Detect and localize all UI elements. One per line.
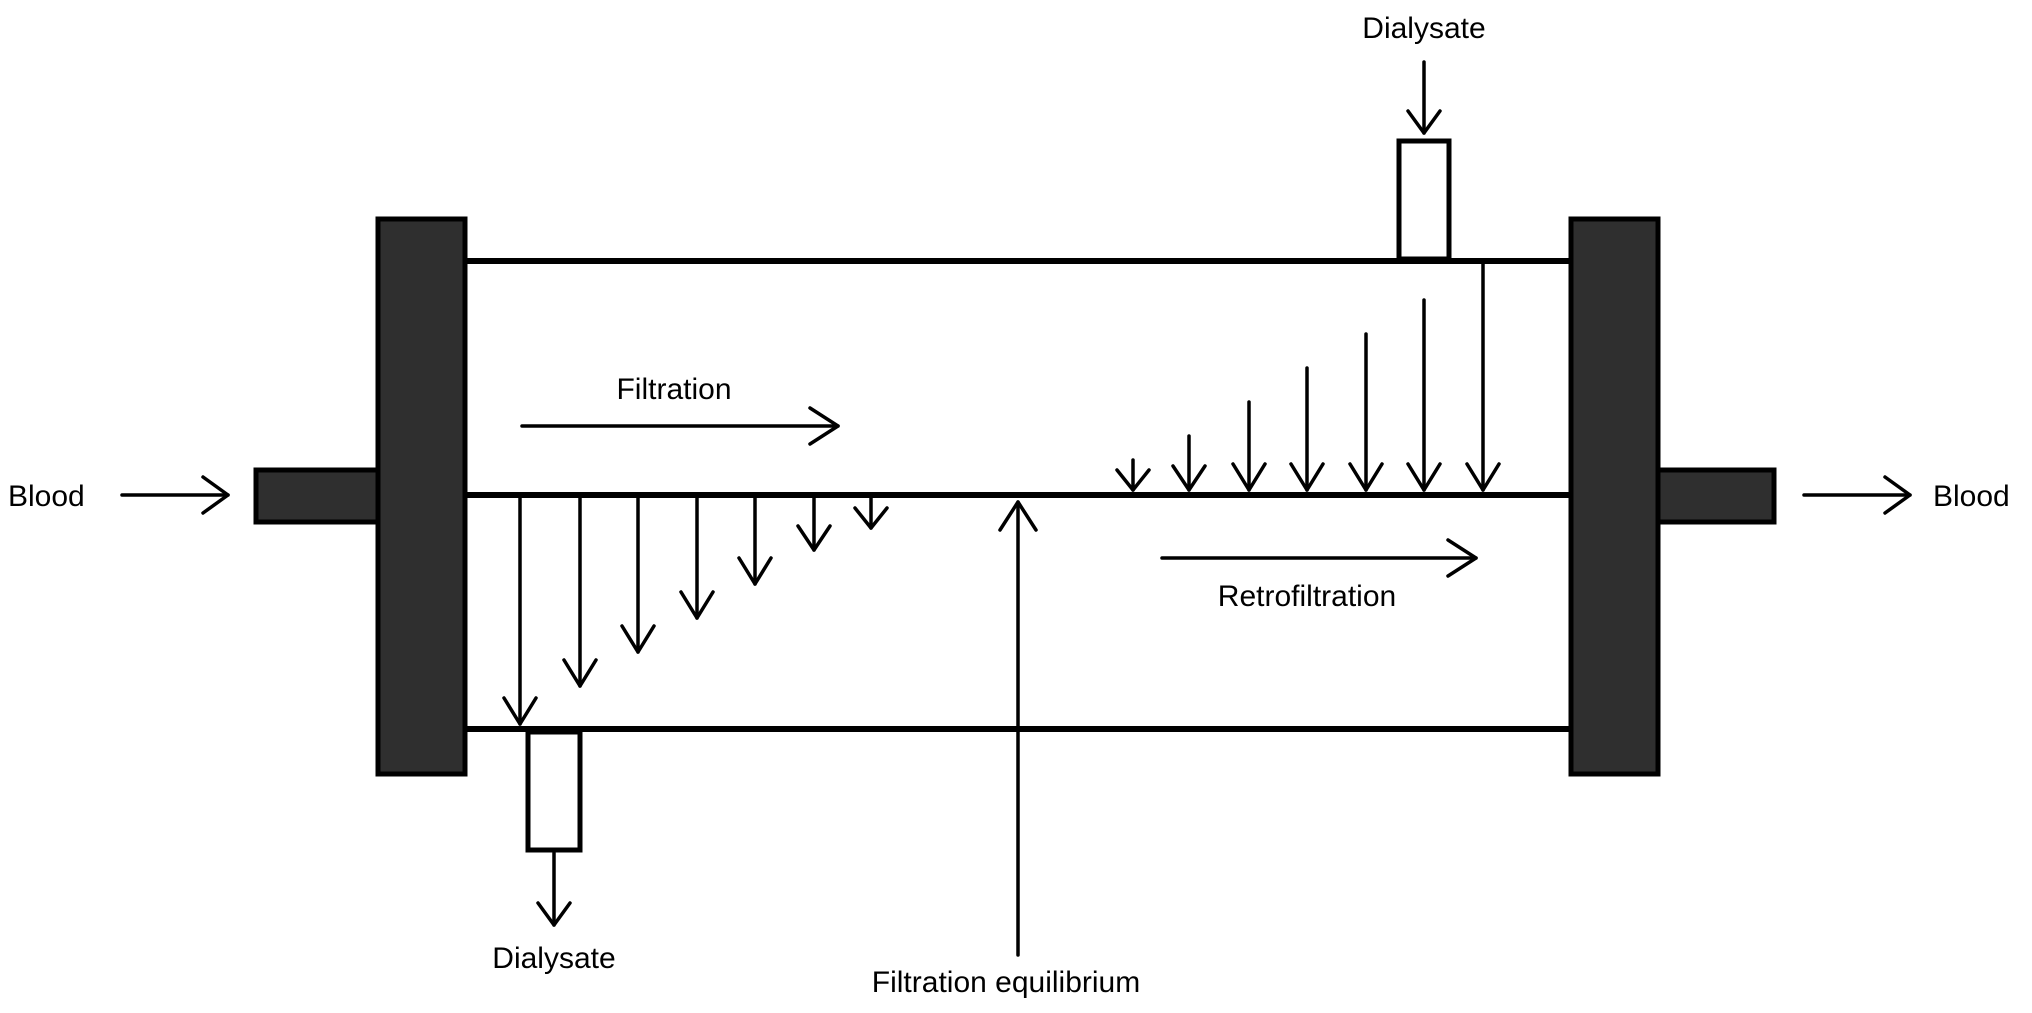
- filtration-flux-arrow: [796, 496, 832, 552]
- dialysate-outlet-label: Dialysate: [492, 942, 615, 975]
- filtration-direction-arrow: [520, 406, 840, 446]
- blood-inlet-port: [253, 467, 381, 525]
- blood-outlet-arrow: [1802, 475, 1912, 515]
- filtration-flux-arrow: [620, 496, 656, 654]
- retrofiltration-flux-arrow: [1465, 262, 1501, 492]
- retrofiltration-direction-arrow: [1160, 538, 1478, 578]
- retrofiltration-flux-arrow: [1406, 298, 1442, 492]
- dialysate-inlet-label: Dialysate: [1362, 12, 1485, 45]
- left-header-cap: [375, 216, 468, 777]
- equilibrium-pointer-arrow: [998, 500, 1038, 957]
- filtration-flux-arrow: [502, 496, 538, 726]
- filtration-equilibrium-label: Filtration equilibrium: [872, 966, 1140, 999]
- blood-inlet-label: Blood: [8, 480, 85, 513]
- retrofiltration-flux-arrow: [1171, 434, 1207, 492]
- retrofiltration-flux-arrow: [1115, 458, 1151, 492]
- dialysate-inlet-port: [1396, 138, 1452, 262]
- filtration-flux-arrow: [737, 496, 773, 586]
- blood-outlet-port: [1655, 467, 1777, 525]
- retrofiltration-flux-arrow: [1231, 400, 1267, 492]
- retrofiltration-flux-arrow: [1289, 366, 1325, 492]
- filtration-label: Filtration: [616, 373, 731, 406]
- dialysate-inlet-arrow: [1406, 60, 1442, 135]
- dialysate-outlet-port: [525, 729, 583, 853]
- dialysate-outlet-arrow: [536, 851, 572, 927]
- blood-outlet-label: Blood: [1933, 480, 2010, 513]
- right-header-cap: [1568, 216, 1661, 777]
- retrofiltration-label: Retrofiltration: [1218, 580, 1396, 613]
- retrofiltration-flux-arrow: [1348, 332, 1384, 492]
- filtration-flux-arrow: [679, 496, 715, 620]
- retrofiltration-flux-arrows: [1115, 262, 1501, 492]
- filtration-flux-arrows: [502, 496, 889, 726]
- filtration-flux-arrow: [562, 496, 598, 688]
- filtration-flux-arrow: [853, 496, 889, 530]
- blood-inlet-arrow: [120, 475, 230, 515]
